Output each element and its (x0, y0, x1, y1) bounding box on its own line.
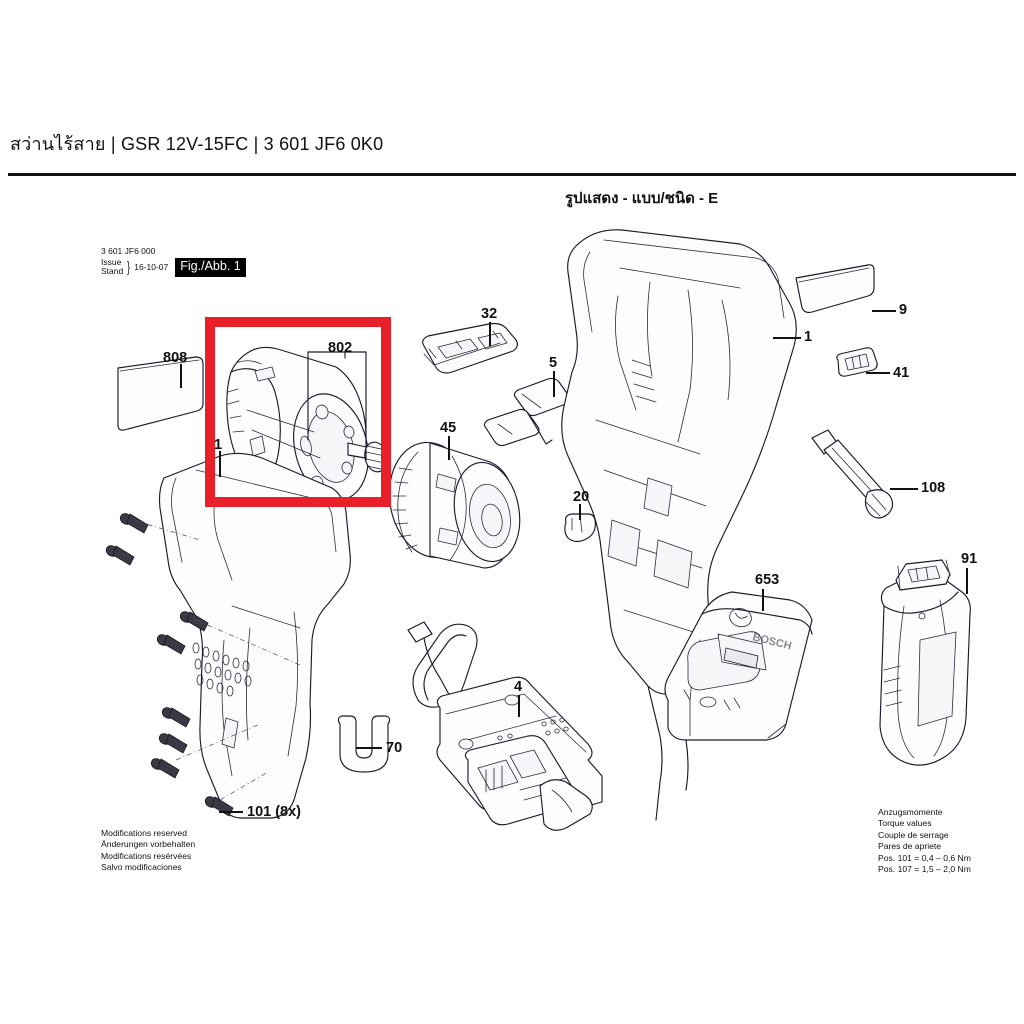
callout-9: 9 (899, 302, 908, 318)
highlight-box-802 (205, 317, 391, 507)
torque-title-de: Anzugsmomente (878, 807, 943, 817)
leader-808 (180, 364, 182, 388)
mods-line-fr: Modifications resérvées (101, 850, 192, 861)
callout-5: 5 (549, 355, 558, 371)
part-108-bit (811, 429, 894, 519)
leader-108 (890, 488, 918, 490)
callout-1-right: 1 (804, 329, 813, 345)
torque-title-fr: Couple de serrage (878, 829, 949, 840)
torque-title-en: Torque values (878, 818, 932, 829)
leader-4 (518, 695, 520, 717)
issue-label: Issue (101, 257, 122, 268)
callout-108: 108 (921, 480, 946, 496)
leader-20 (579, 504, 581, 520)
leader-41 (866, 372, 890, 374)
header-divider (8, 173, 1016, 176)
screw (105, 545, 135, 566)
callout-101: 101 (8x) (247, 804, 302, 820)
leader-101 (219, 811, 243, 813)
part-45-gearbox (388, 441, 521, 569)
screw (179, 611, 209, 632)
stand-label: Stand (101, 266, 124, 277)
callout-802: 802 (328, 340, 353, 356)
leader-1-right (773, 337, 801, 339)
part-20-lever (564, 513, 596, 543)
part-4-electronics (407, 621, 603, 831)
part-9-strip (795, 264, 875, 314)
callout-4: 4 (514, 679, 523, 695)
issue-block: 3 601 JF6 000 Issue Stand } 16-10-07 Fig… (101, 246, 246, 277)
torque-value-107: Pos. 107 = 1,5 – 2,0 Nm (878, 864, 971, 875)
callout-1-left: 1 (214, 437, 223, 453)
torque-title-es: Pares de apriete (878, 841, 942, 852)
issue-date: 16-10-07 (134, 262, 169, 273)
issue-stand-labels: Issue Stand (101, 258, 123, 276)
page-title: สว่านไร้สาย | GSR 12V-15FC | 3 601 JF6 0… (10, 134, 384, 154)
callout-653: 653 (755, 572, 780, 588)
leader-653 (762, 589, 764, 611)
callout-45: 45 (440, 420, 457, 436)
mods-line-en: Modifications reserved (101, 828, 187, 838)
callout-70: 70 (386, 740, 403, 756)
leader-32 (489, 322, 491, 346)
callout-808: 808 (163, 350, 188, 366)
part-91-battery (879, 559, 971, 766)
bosch-logo (729, 608, 752, 628)
screw (119, 513, 149, 534)
part-808-sleeve (117, 356, 204, 431)
leader-91 (966, 568, 968, 594)
part-41-contact-plate (836, 347, 878, 377)
brace-glyph: } (127, 258, 131, 276)
leader-1-left (219, 451, 221, 477)
callout-leader-802 (307, 351, 367, 461)
part-70-clip (337, 715, 391, 773)
part-housing-left (158, 452, 351, 819)
leader-5 (553, 371, 555, 397)
diagram-subtitle: รูปแสดง - แบบ/ชนิด - E (565, 190, 719, 207)
issue-code: 3 601 JF6 000 (101, 246, 156, 256)
mods-line-es: Salvo modificaciones (101, 862, 182, 873)
screw (150, 758, 180, 779)
mods-line-de: Änderungen vorbehalten (101, 839, 196, 850)
figure-badge: Fig./Abb. 1 (175, 258, 246, 277)
screw (161, 707, 191, 728)
callout-20: 20 (573, 489, 590, 505)
torque-value-101: Pos. 101 = 0,4 – 0,6 Nm (878, 852, 971, 863)
callout-41: 41 (893, 365, 910, 381)
leader-45 (448, 436, 450, 460)
part-5-rocker (483, 377, 571, 447)
leader-70 (356, 747, 382, 749)
callout-91: 91 (961, 551, 978, 567)
part-32-contact-block (422, 322, 519, 374)
screw (158, 733, 188, 754)
part-653-charger: BOSCH (664, 591, 813, 741)
modifications-notice: Modifications reserved Änderungen vorbeh… (101, 828, 195, 874)
callout-32: 32 (481, 306, 498, 322)
screw (156, 634, 186, 655)
leader-9 (872, 310, 896, 312)
torque-values-block: Anzugsmomente Torque values Couple de se… (878, 807, 971, 876)
